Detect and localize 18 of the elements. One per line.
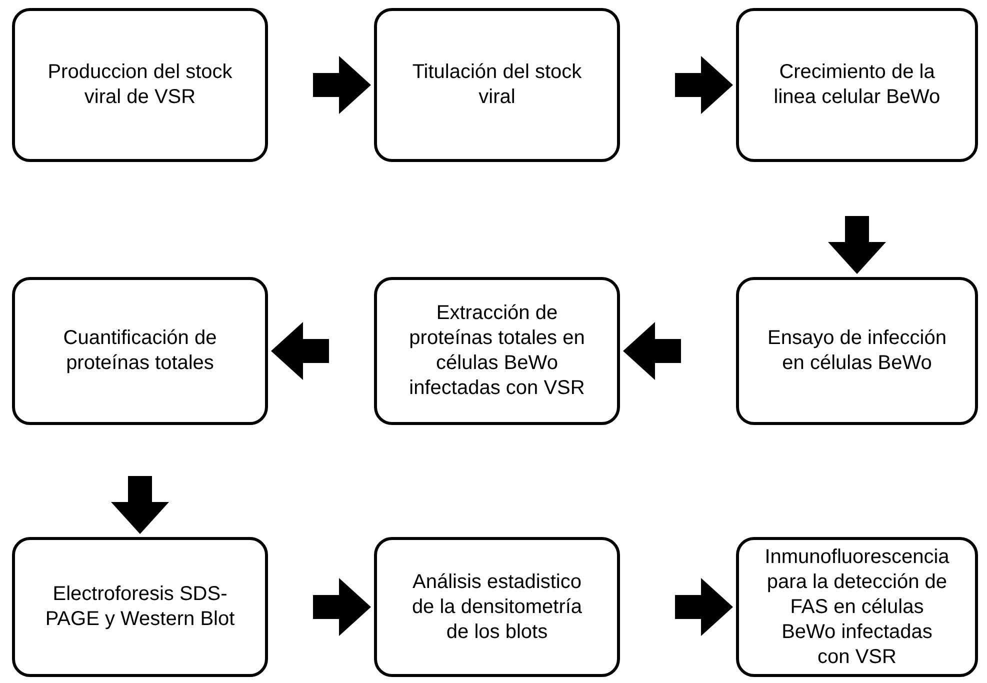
process-box — [374, 277, 620, 425]
process-box — [12, 537, 268, 677]
process-box — [374, 537, 620, 677]
step-label: Produccion del stock viral de VSR — [46, 60, 234, 110]
step-label: Extracción de proteínas totales en células BeWo infectadas con VSR — [408, 301, 586, 401]
step-label: Crecimiento de la linea celular BeWo — [772, 60, 942, 110]
process-box — [736, 277, 978, 425]
process-box — [736, 537, 978, 677]
step-label: Análisis estadistico de la densitometría de los blots — [410, 570, 584, 644]
process-box — [12, 277, 268, 425]
step-label: Titulación del stock viral — [411, 60, 583, 110]
process-box — [12, 8, 268, 162]
step-label: Ensayo de infección en células BeWo — [766, 326, 948, 376]
process-box — [736, 8, 978, 162]
step-label: Cuantificación de proteínas totales — [62, 326, 218, 376]
step-label: Inmunofluorescencia para la detección de FAS en células BeWo infectadas con VSR — [764, 544, 950, 670]
process-box — [374, 8, 620, 162]
step-label: Electroforesis SDS-PAGE y Western Blot — [44, 582, 236, 632]
